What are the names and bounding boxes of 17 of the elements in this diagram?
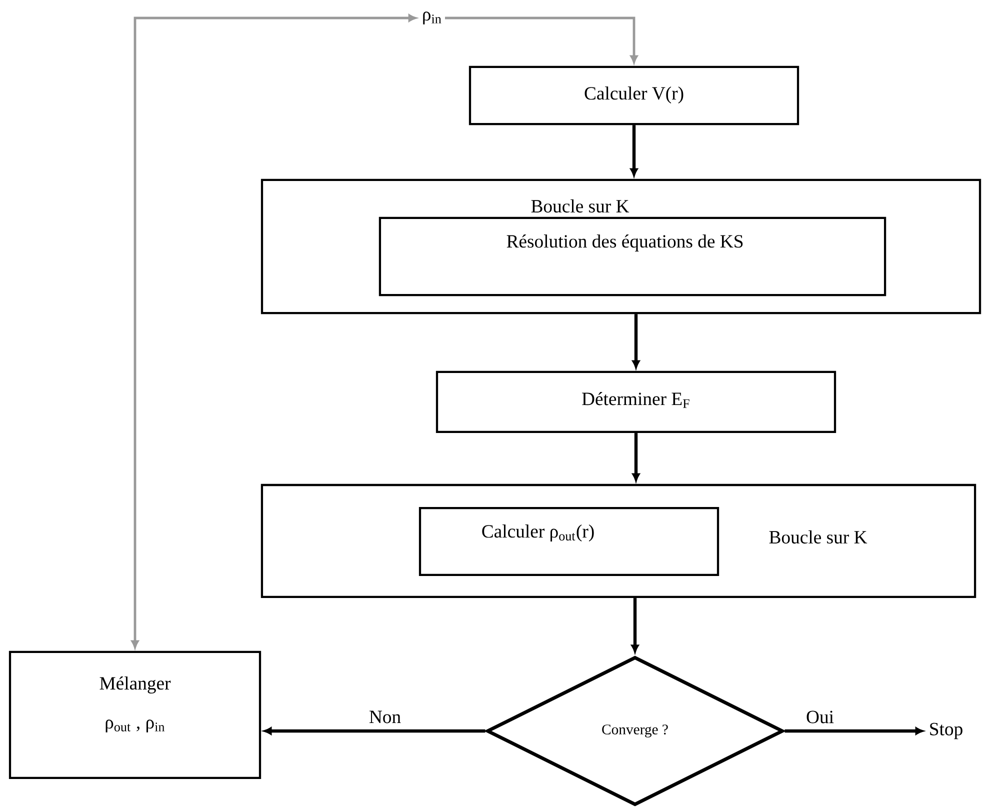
arrow bbox=[445, 16, 638, 64]
arrow bbox=[630, 125, 638, 176]
terminal-label: Stop bbox=[930, 722, 962, 740]
arrow bbox=[631, 598, 639, 653]
process-box: Calculer V(r) bbox=[468, 66, 800, 126]
arrow bbox=[632, 314, 640, 368]
arrow bbox=[264, 727, 486, 735]
edge-label: Non bbox=[368, 709, 402, 725]
arrow bbox=[131, 14, 416, 648]
arrow bbox=[632, 433, 640, 482]
edge-label: Oui bbox=[804, 709, 836, 725]
process-box: Calculer ρ$_{out}$(r) bbox=[418, 506, 720, 576]
symbol-label: ρ$_{in}$ bbox=[423, 12, 442, 24]
process-box: Déterminer E$_{F}$ bbox=[436, 370, 836, 434]
process-box: Mélanger ρ$_{out}$ , ρ$_{in}$ bbox=[8, 650, 262, 780]
arrow bbox=[784, 727, 924, 735]
process-box: Résolution des équations de KS bbox=[378, 216, 886, 296]
